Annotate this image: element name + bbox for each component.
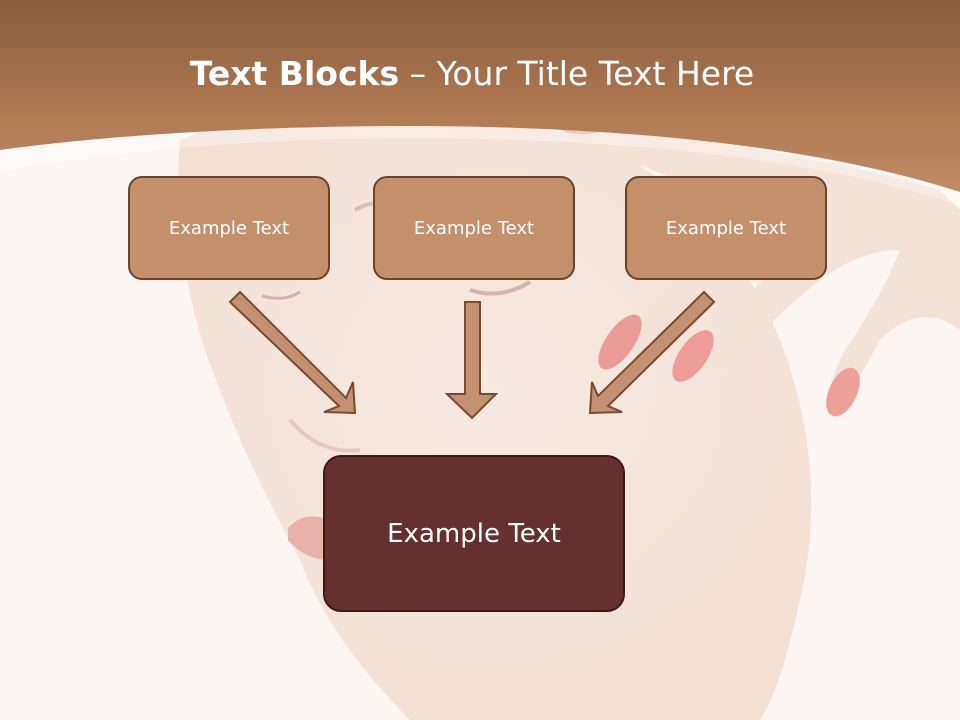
nail bbox=[826, 367, 860, 417]
main-text-block-label: Example Text bbox=[387, 518, 561, 549]
arrow-center bbox=[444, 301, 499, 420]
slide-title: Text Blocks – Your Title Text Here bbox=[0, 54, 944, 93]
text-block-label: Example Text bbox=[413, 217, 535, 239]
title-bold: Text Blocks bbox=[189, 54, 400, 93]
nail bbox=[672, 330, 714, 382]
main-text-block[interactable]: Example Text bbox=[323, 455, 625, 612]
text-block-label: Example Text bbox=[168, 217, 290, 239]
title-dash: – bbox=[399, 54, 437, 93]
nail bbox=[598, 314, 642, 370]
text-block-label: Example Text bbox=[665, 217, 787, 239]
arrow-left bbox=[228, 290, 357, 415]
lips bbox=[288, 516, 330, 560]
title-rest: Your Title Text Here bbox=[436, 54, 755, 93]
text-block-left[interactable]: Example Text bbox=[128, 176, 330, 280]
text-block-right[interactable]: Example Text bbox=[625, 176, 827, 280]
arrow-right bbox=[588, 290, 716, 415]
text-block-center[interactable]: Example Text bbox=[373, 176, 575, 280]
header-band bbox=[0, 0, 960, 192]
